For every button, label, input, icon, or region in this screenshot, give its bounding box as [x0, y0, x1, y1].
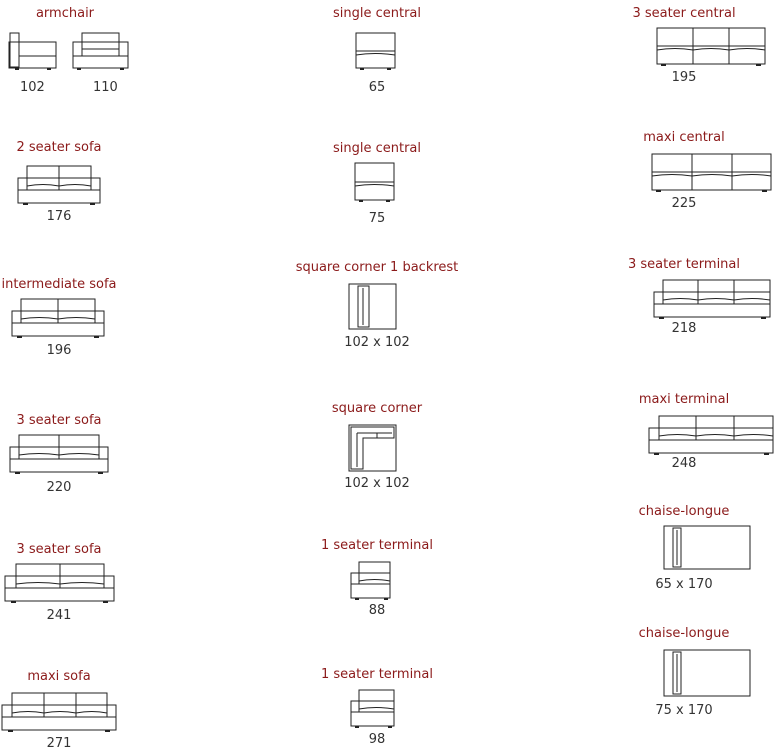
corner-drawing — [348, 424, 397, 472]
item-dimension: 176 — [46, 209, 72, 224]
item-square-corner: square corner 102 x 102 — [257, 398, 497, 498]
central-drawing — [651, 153, 772, 192]
sofa-drawing — [9, 434, 109, 474]
terminal-drawing — [350, 689, 395, 728]
corner-drawing — [348, 283, 397, 330]
item-intermediate-sofa: intermediate sofa 196 — [0, 273, 118, 373]
item-single-central: single central 75 — [257, 138, 497, 238]
item-2-seater-sofa: 2 seater sofa 176 — [0, 136, 118, 236]
item-title: 3 seater central — [632, 6, 736, 21]
item-dimension: 271 — [46, 736, 72, 751]
item-title: 3 seater sofa — [16, 413, 102, 428]
item-chaise-longue: chaise-longue 65 x 170 — [590, 501, 778, 601]
single-central-drawing — [354, 162, 395, 202]
single-central-drawing — [355, 32, 396, 70]
central-drawing — [656, 27, 766, 66]
item-dimension: 195 — [671, 70, 697, 85]
item-dimension: 102 — [20, 80, 45, 95]
item-chaise-longue: chaise-longue 75 x 170 — [590, 623, 778, 733]
item-armchair: armchair 102 110 — [0, 0, 130, 100]
item-dimension: 98 — [368, 732, 386, 747]
item-dimension: 218 — [671, 321, 697, 336]
item-title: armchair — [35, 6, 95, 21]
item-title: maxi terminal — [638, 392, 730, 407]
chaise-longue-drawing — [663, 525, 751, 570]
item-dimension: 225 — [671, 196, 697, 211]
item-dimension: 102 x 102 — [344, 476, 410, 491]
item-maxi-sofa: maxi sofa 271 — [0, 666, 118, 751]
item-title: single central — [332, 6, 422, 21]
item-dimension: 75 — [368, 211, 386, 226]
item-title: 3 seater sofa — [16, 542, 102, 557]
item-dimension: 65 x 170 — [655, 577, 713, 592]
terminal-drawing — [350, 561, 391, 600]
item-title: single central — [332, 141, 422, 156]
item-title: 3 seater terminal — [627, 257, 741, 272]
item-dimension: 220 — [46, 480, 72, 495]
item-maxi-central: maxi central 225 — [590, 126, 778, 226]
armchair-110-drawing — [72, 32, 129, 70]
item-title: maxi central — [643, 130, 725, 145]
sofa-drawing — [4, 563, 115, 603]
sofa-drawing — [1, 692, 117, 732]
terminal-drawing — [653, 279, 771, 319]
item-3-seater-sofa: 3 seater sofa 220 — [0, 410, 118, 510]
item-3-seater-sofa: 3 seater sofa 241 — [0, 539, 118, 639]
item-dimension: 241 — [46, 608, 72, 623]
item-title: chaise-longue — [638, 626, 730, 641]
item-dimension: 88 — [368, 603, 386, 618]
sofa-drawing — [17, 165, 101, 205]
item-3-seater-terminal: 3 seater terminal 218 — [590, 254, 778, 354]
item-title: square corner — [331, 401, 423, 416]
chaise-longue-drawing — [663, 649, 751, 697]
item-dimension: 65 — [368, 80, 386, 95]
item-title: intermediate sofa — [1, 277, 117, 292]
item-square-corner-1-backrest: square corner 1 backrest 102 x 102 — [257, 257, 497, 357]
item-title: 2 seater sofa — [16, 140, 102, 155]
terminal-drawing — [648, 415, 774, 455]
item-dimension: 102 x 102 — [344, 335, 410, 350]
sofa-drawing — [11, 298, 105, 338]
item-3-seater-central: 3 seater central 195 — [590, 0, 778, 100]
item-single-central: single central 65 — [257, 0, 497, 100]
item-dimension: 110 — [93, 80, 118, 95]
item-maxi-terminal: maxi terminal 248 — [590, 389, 778, 489]
item-dimension: 196 — [46, 343, 72, 358]
item-title: square corner 1 backrest — [295, 260, 459, 275]
item-title: chaise-longue — [638, 504, 730, 519]
armchair-102-drawing — [8, 32, 57, 70]
item-title: 1 seater terminal — [320, 538, 434, 553]
item-title: maxi sofa — [27, 669, 91, 684]
item-title: 1 seater terminal — [320, 667, 434, 682]
item-dimension: 248 — [671, 456, 697, 471]
item-1-seater-terminal: 1 seater terminal 88 — [257, 535, 497, 635]
item-dimension: 75 x 170 — [655, 703, 713, 718]
item-1-seater-terminal: 1 seater terminal 98 — [257, 664, 497, 750]
